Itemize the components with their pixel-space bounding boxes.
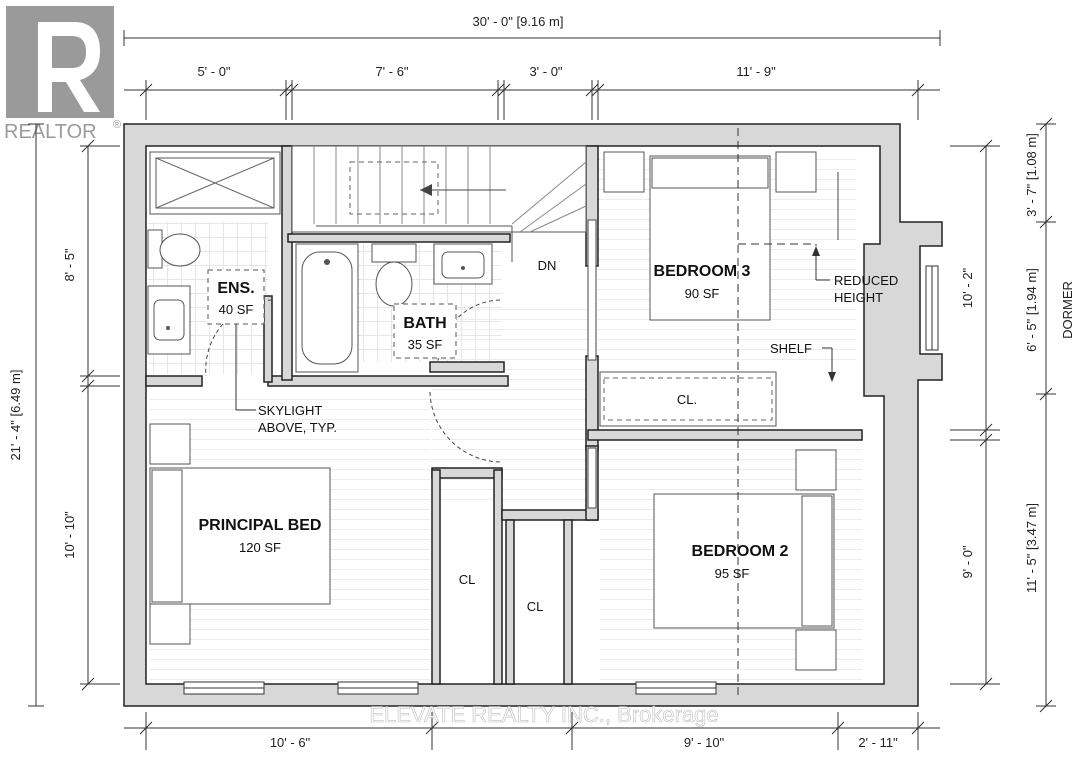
closet-b-label: CL <box>527 599 544 614</box>
bedroom2-furniture <box>653 449 837 671</box>
bath-fixtures <box>295 243 493 373</box>
watermark: ELEVATE REALTY INC., Brokerage <box>369 702 718 727</box>
left-dim-2: 10' - 10" <box>62 511 77 559</box>
skylight-line2: ABOVE, TYP. <box>258 420 337 435</box>
logo-registered-mark: ® <box>113 119 121 131</box>
realtor-logo: REALTOR ® <box>4 6 121 143</box>
bottom-dim-3: 2' - 11" <box>858 735 898 750</box>
bedroom2-area: 95 SF <box>715 566 750 581</box>
bottom-dim-2: 9' - 10" <box>684 735 725 750</box>
principal-bed-area: 120 SF <box>239 540 281 555</box>
bottom-dim-1: 10' - 6" <box>270 735 311 750</box>
bedroom3-furniture <box>599 151 817 427</box>
ensuite-fixtures <box>147 151 281 355</box>
plan-notes: DN REDUCED HEIGHT SHELF CL. CL CL SKYLIG… <box>258 258 898 614</box>
top-dim-3: 3' - 0" <box>529 64 562 79</box>
stairs-down-label: DN <box>538 258 557 273</box>
right-dimensions: 10' - 2" 9' - 0" 3' - 7" [1.08 m] 6' - 5… <box>950 117 1075 713</box>
right-inner-dim-2: 9' - 0" <box>960 545 975 578</box>
logo-wordmark: REALTOR <box>4 121 97 143</box>
top-dimensions: 30' - 0" [9.16 m] 5' - 0" 7' - 6" 3' - 0… <box>123 14 941 120</box>
bedroom2-name: BEDROOM 2 <box>692 543 789 560</box>
bath-area: 35 SF <box>408 337 443 352</box>
top-dim-4: 11' - 9" <box>736 64 776 79</box>
right-outer-dim-3: 11' - 5" [3.47 m] <box>1024 503 1039 593</box>
right-inner-dim-1: 10' - 2" <box>960 267 975 308</box>
bedroom3-area: 90 SF <box>685 286 720 301</box>
principal-bed-furniture <box>149 423 331 645</box>
overall-width-dim: 30' - 0" [9.16 m] <box>473 14 564 29</box>
skylight-line1: SKYLIGHT <box>258 403 322 418</box>
dormer-label: DORMER <box>1060 281 1075 339</box>
right-outer-dim-2: 6' - 5" [1.94 m] <box>1024 268 1039 352</box>
room-labels: ENS. 40 SF BATH 35 SF BEDROOM 3 90 SF PR… <box>199 263 789 581</box>
top-dim-2: 7' - 6" <box>375 64 408 79</box>
bath-name: BATH <box>403 315 446 332</box>
top-dim-1: 5' - 0" <box>197 64 230 79</box>
left-dimensions: 21' - 4" [6.49 m] 8' - 5" 10' - 10" <box>8 123 120 707</box>
closet-a-label: CL <box>459 572 476 587</box>
principal-bed-name: PRINCIPAL BED <box>199 517 322 534</box>
bedroom3-closet-label: CL. <box>677 392 697 407</box>
ensuite-area: 40 SF <box>219 302 254 317</box>
reference-lines <box>737 128 839 700</box>
windows <box>183 265 939 695</box>
left-dim-1: 8' - 5" <box>62 248 77 281</box>
reduced-height-line2: HEIGHT <box>834 290 883 305</box>
ensuite-name: ENS. <box>217 280 254 297</box>
shelf-label: SHELF <box>770 341 812 356</box>
interior-walls <box>145 145 863 685</box>
staircase <box>291 145 587 262</box>
bottom-dimensions: 10' - 6" 9' - 10" 2' - 11" <box>124 712 940 750</box>
right-outer-dim-1: 3' - 7" [1.08 m] <box>1024 133 1039 217</box>
reduced-height-line1: REDUCED <box>834 273 898 288</box>
left-overall-dim: 21' - 4" [6.49 m] <box>8 370 23 461</box>
bedroom3-name: BEDROOM 3 <box>654 263 751 280</box>
